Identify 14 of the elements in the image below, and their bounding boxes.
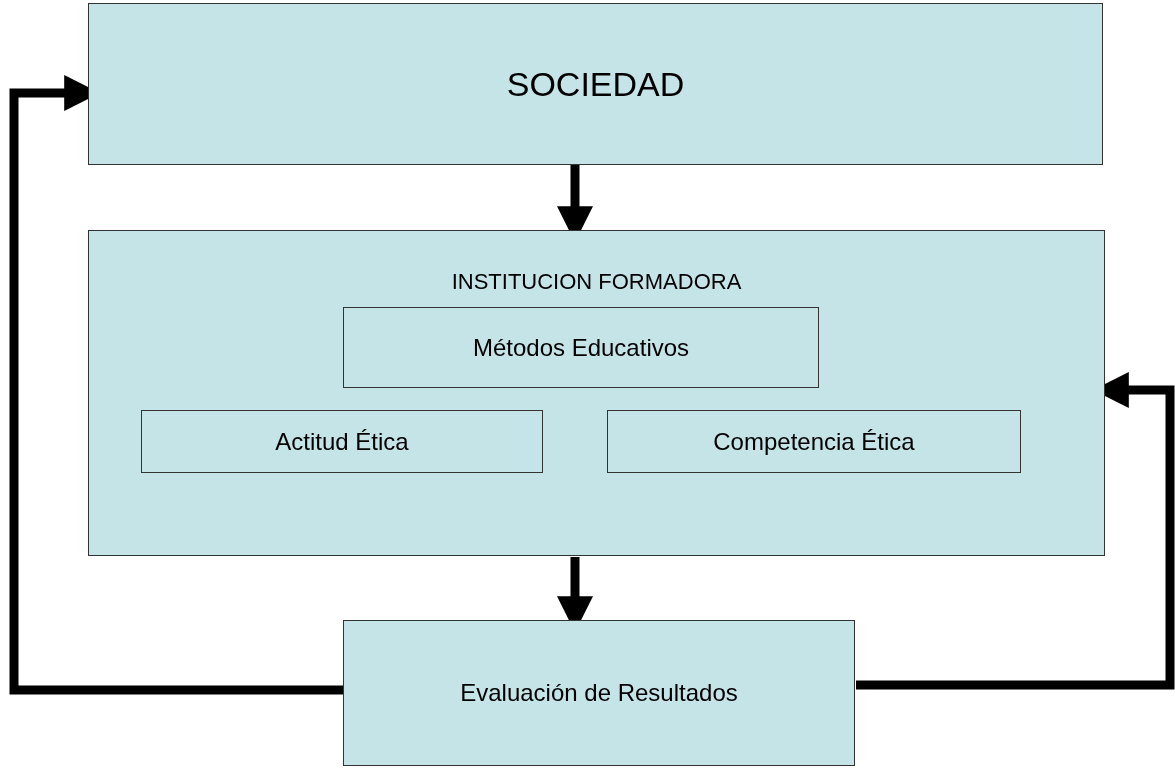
process-box: [141, 410, 543, 473]
node-label: Métodos Educativos: [472, 333, 690, 362]
node-label: SOCIEDAD: [506, 64, 685, 104]
process-box: [88, 3, 1103, 165]
arrow: [856, 372, 1175, 690]
node-label: Evaluación de Resultados: [460, 679, 738, 707]
group-title: INSTITUCION FORMADORA: [450, 269, 743, 295]
node-label: Actitud Ética: [275, 427, 409, 456]
process-box: [343, 620, 855, 766]
group-box: [88, 230, 1105, 556]
arrow: [9, 75, 343, 695]
process-box: [607, 410, 1021, 473]
node-label: Competencia Ética: [713, 427, 915, 456]
process-box: [343, 307, 819, 388]
